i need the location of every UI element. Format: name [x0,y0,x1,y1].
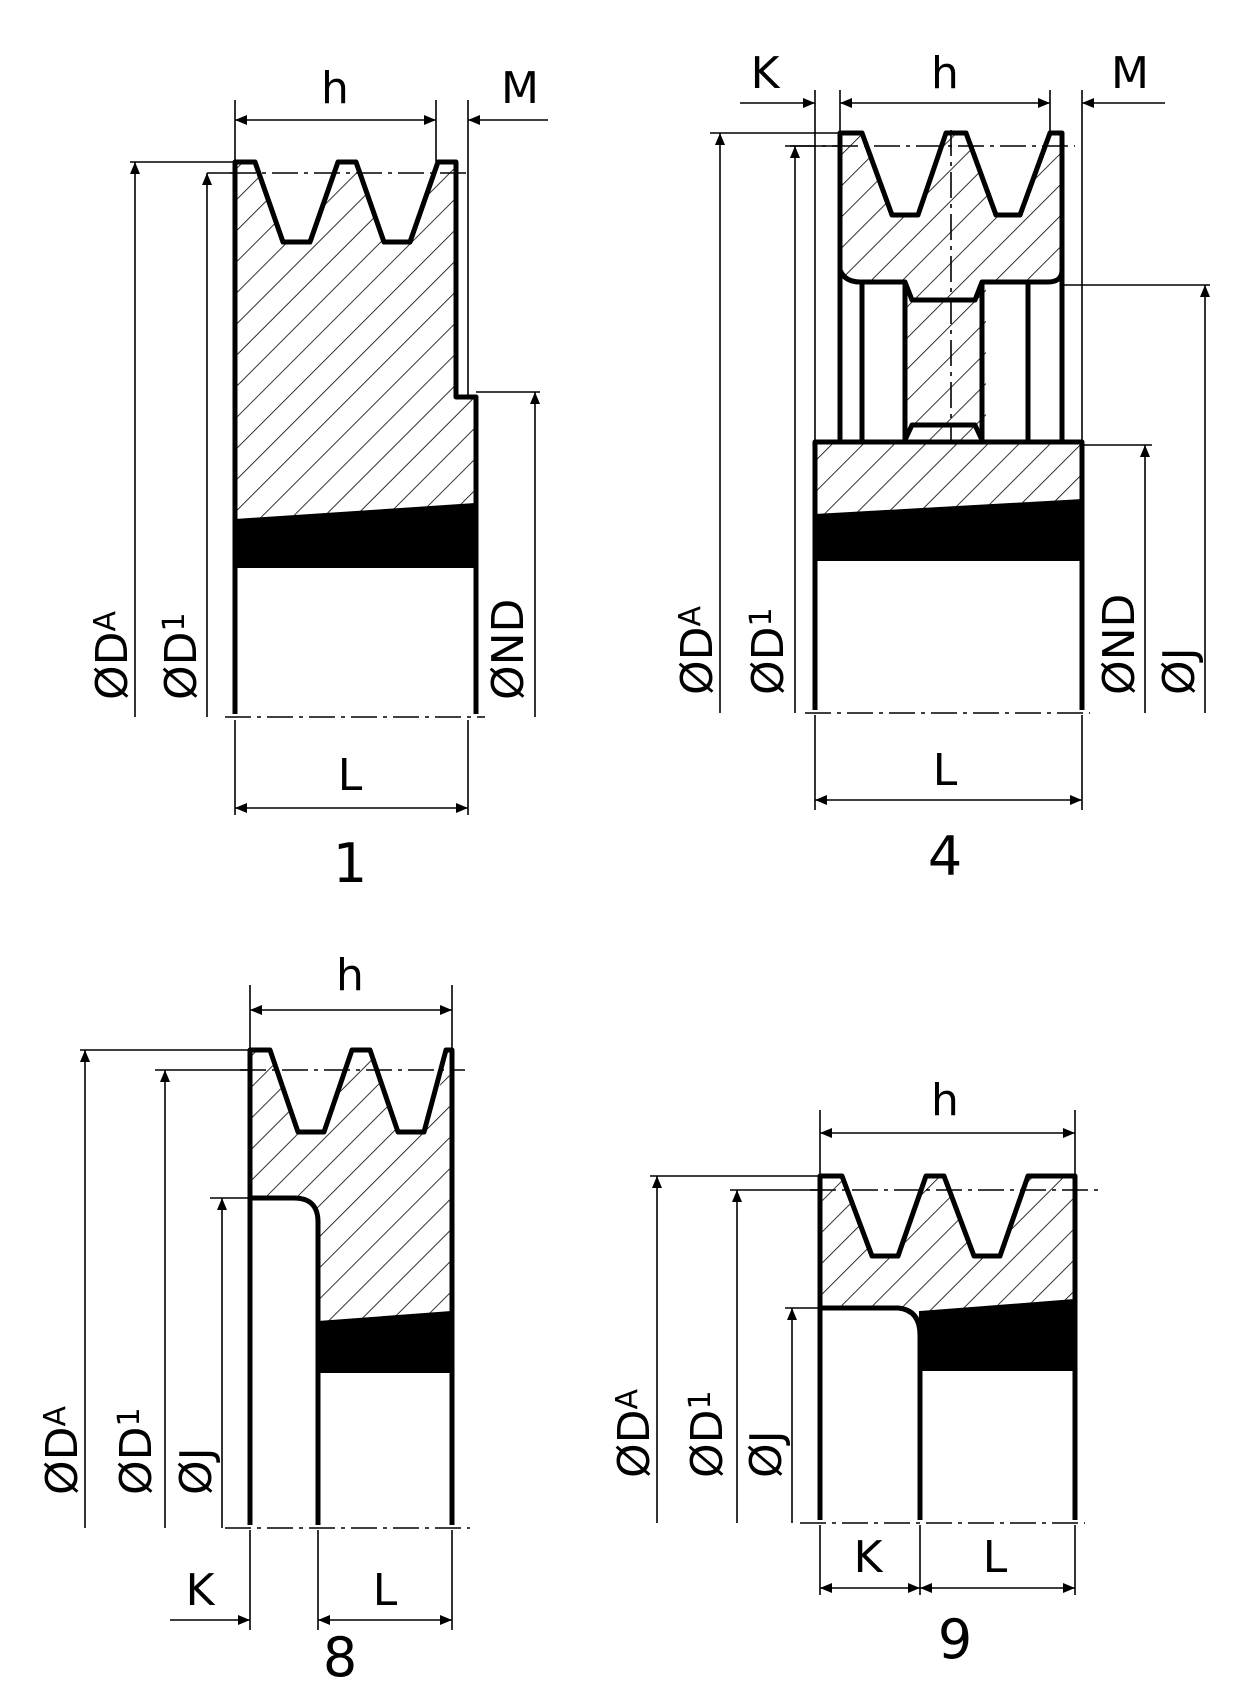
variant-4-label-k: K [751,48,781,99]
variant-9-number: 9 [938,1608,972,1671]
variant-1-label-h: h [321,63,349,114]
variant-9-black-key-band [919,1298,1076,1371]
variant-8-label-d1: ØD1 [111,1407,162,1495]
variant-4-web [905,282,986,440]
variant-4-label-d1: ØD1 [743,607,794,695]
variant-8-label-h: h [336,950,364,1001]
variant-1-label-m: M [501,63,539,114]
variant-4-label-h: h [931,48,959,99]
variant-9-label-l: L [983,1532,1008,1583]
variant-4-outline [812,439,1085,710]
variant-8-black-key-band [317,1310,453,1373]
variant-1-hatched-section [235,162,476,520]
variant-4-number: 4 [928,825,962,888]
variant-1-label-l: L [338,750,363,801]
pulley-variant-9: h K L ØDA ØD1 ØJ 9 [609,1075,1100,1671]
variant-4-rim-outline [837,130,1065,442]
variant-1-label-nd: ØND [483,599,534,700]
variant-9-label-d1: ØD1 [682,1390,733,1478]
variant-8-label-j: ØJ [171,1447,222,1495]
variant-9-label-h: h [931,1075,959,1126]
variant-4-label-da: ØDA [672,605,723,695]
variant-4-label-m: M [1111,48,1149,99]
variant-4-hub [815,442,1082,515]
variant-1-label-d1: ØD1 [156,612,207,700]
pulley-variant-1: h M L ØDA ØD1 ØND 1 [87,63,548,895]
variant-9-label-j: ØJ [741,1430,792,1478]
variant-1-outline [232,159,479,714]
variant-8-number: 8 [323,1626,357,1689]
variant-8-label-l: L [373,1565,398,1616]
variant-8-label-k: K [186,1565,216,1616]
variant-9-label-k: K [854,1532,884,1583]
variant-4-label-l: L [933,745,958,796]
variant-4-label-j: ØJ [1154,647,1205,695]
variant-1-number: 1 [333,832,367,895]
variant-9-label-da: ØDA [609,1388,660,1478]
variant-8-outline [247,1047,455,1525]
variant-9-outline [817,1173,1078,1520]
pulley-variant-4: K h M L ØDA ØD1 ØND ØJ 4 [672,48,1210,888]
variant-1-label-da: ØDA [87,610,138,700]
variant-8-label-da: ØDA [37,1405,88,1495]
variant-8-hatched-section [250,1050,452,1322]
pulley-variant-8: h K L ØDA ØD1 ØJ 8 [37,950,470,1689]
variant-9-hatched-section [820,1176,1075,1325]
variant-4-label-nd: ØND [1094,594,1145,695]
